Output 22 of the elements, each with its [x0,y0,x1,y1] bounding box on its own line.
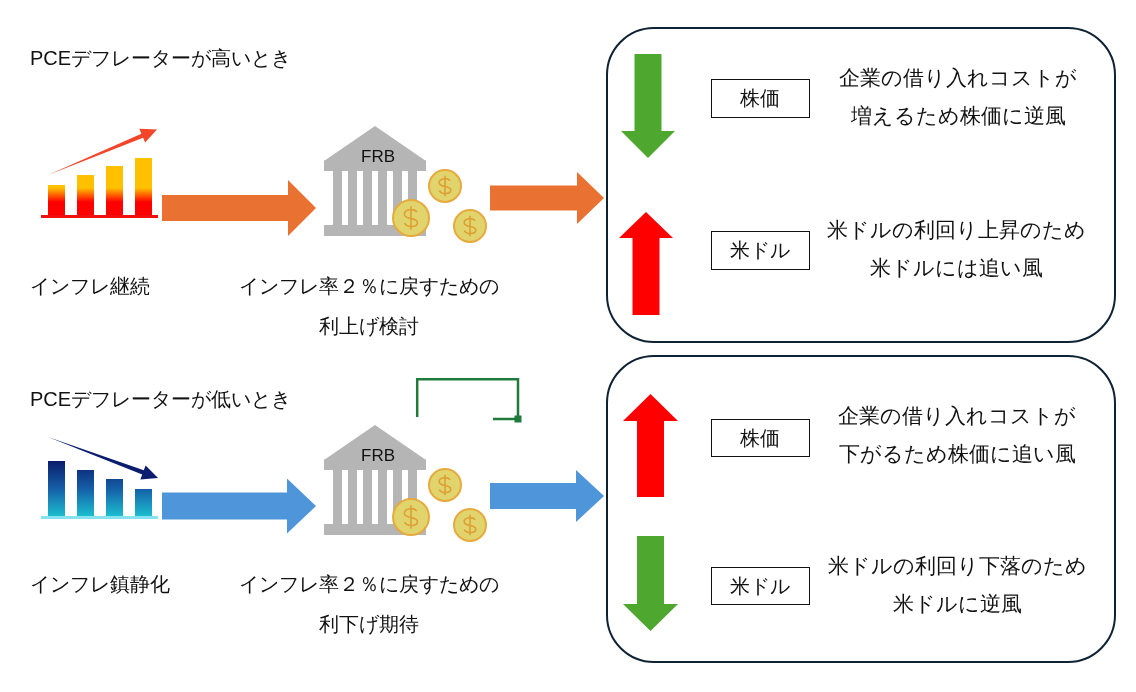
block-arrow [490,172,604,224]
label-text: 米ドル [730,238,790,262]
step-label: インフレ率２％に戻すための利上げ検討 [238,274,500,339]
label-text: 米ドル [730,573,790,598]
description-text: 企業の借り入れコストが増えるため株価に逆風 [838,65,1078,129]
step-label: インフレ鎮静化 [30,572,170,596]
rounded-panel [606,355,1116,663]
description-text: 企業の借り入れコストが下がるため株価に追い風 [837,403,1077,467]
section-heading: PCEデフレーターが低いとき [30,387,292,411]
description-text: 米ドルの利回り下落のため米ドルに逆風 [826,553,1088,617]
block-arrow [490,470,604,522]
bank-label: FRB [361,146,395,168]
rounded-panel [606,27,1116,343]
section-heading: PCEデフレーターが高いとき [30,46,292,70]
block-arrow [162,478,316,534]
step-label: インフレ継続 [30,274,150,298]
label-text: 株価 [740,425,780,450]
description-text: 米ドルの利回り上昇のため米ドルには追い風 [825,217,1087,281]
step-label: インフレ率２％に戻すための利下げ期待 [238,572,500,637]
block-arrow [162,180,316,236]
label-text: 株価 [740,86,780,110]
bank-label: FRB [361,445,395,467]
